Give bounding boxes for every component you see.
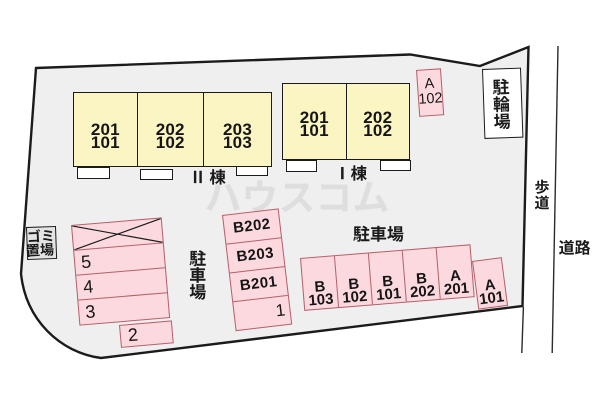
sidewalk-label (534, 179, 550, 210)
unit-label: 202 102 (363, 108, 393, 140)
unit-a102-number: 102 (417, 90, 443, 108)
parking-space-b202-row: B 202 (401, 247, 440, 301)
space-number: 3 (84, 301, 96, 323)
unit-number-lower: 102 (363, 121, 393, 140)
building-0-unit-cell: 203 103 (202, 93, 272, 166)
building-1-unit-cell: 202 102 (345, 84, 410, 159)
parking-space-b103: B 103 (301, 256, 338, 309)
building-2-porch (76, 166, 110, 179)
road-label (559, 239, 591, 255)
building-1-unit-cell: 201 101 (283, 84, 346, 159)
space-number: B203 (235, 244, 276, 266)
unit-number-upper: 201 (90, 120, 120, 140)
space-number: 103 (307, 289, 335, 309)
space-number: 4 (82, 276, 94, 298)
unit-a102-letter: A (423, 75, 435, 93)
building-1-name (341, 165, 367, 181)
garbage-storage-box (25, 226, 57, 261)
bicycle-parking-box (482, 68, 525, 140)
unit-number-lower: 103 (223, 133, 252, 153)
unit-label: 203 103 (223, 120, 252, 153)
space-number: 201 (443, 278, 470, 298)
space-number: 102 (341, 287, 368, 307)
unit-label: 201 101 (299, 108, 329, 140)
parking-space-a101: A 101 (471, 257, 508, 310)
building-1-porch (380, 160, 411, 171)
parking-space-b102: B 102 (333, 253, 372, 307)
space-number: 202 (409, 281, 436, 301)
space-number: 101 (478, 288, 506, 309)
unit-label: 201 101 (90, 120, 120, 153)
parking-left-column: 5 4 3 (70, 217, 171, 327)
building-2: 201 101 202 102 203 103 (73, 92, 273, 167)
unit-label: 202 102 (155, 120, 185, 153)
unit-number-upper: 202 (155, 120, 185, 140)
parking-lot-right-label (353, 225, 404, 242)
space-number: 101 (375, 284, 402, 304)
space-number: B201 (239, 273, 279, 295)
parking-middle-column: B202 B203 B201 1 (222, 208, 293, 332)
building-1: 201 101 202 102 (282, 83, 410, 160)
space-number: 1 (274, 300, 287, 321)
unit-number-upper: 201 (299, 108, 329, 128)
cross-x-icon (72, 219, 163, 250)
building-0-unit-cell: 202 102 (136, 93, 203, 166)
building-0-unit-cell: 201 101 (74, 93, 137, 166)
parking-lot-left-label (189, 250, 206, 300)
parking-space-crossed (72, 219, 163, 250)
watermark-text (206, 180, 388, 213)
space-number: 5 (80, 251, 92, 273)
parking-space-2: 2 (119, 320, 175, 349)
unit-number-lower: 102 (155, 133, 185, 153)
unit-number-lower: 101 (299, 121, 329, 140)
unit-number-lower: 101 (90, 133, 120, 153)
building-1-porch (286, 160, 317, 172)
unit-number-upper: 203 (223, 120, 252, 140)
building-2-porch (140, 168, 174, 181)
unit-number-upper: 202 (363, 108, 393, 128)
space-number: 2 (127, 324, 140, 346)
road-edge-line (551, 45, 559, 354)
parking-space-1: 1 (233, 294, 292, 330)
building-2-name (193, 169, 226, 185)
parking-bottom-row: B 103 B 102 B 101 B 202 A 201 (300, 243, 475, 310)
building-2-porch (235, 165, 268, 177)
space-number: B202 (232, 215, 272, 238)
parking-space-b101: B 101 (367, 250, 406, 304)
parking-space-a201: A 201 (435, 244, 474, 298)
boundary-stub-line (521, 306, 525, 354)
unit-a102-box: A 102 (415, 67, 444, 117)
